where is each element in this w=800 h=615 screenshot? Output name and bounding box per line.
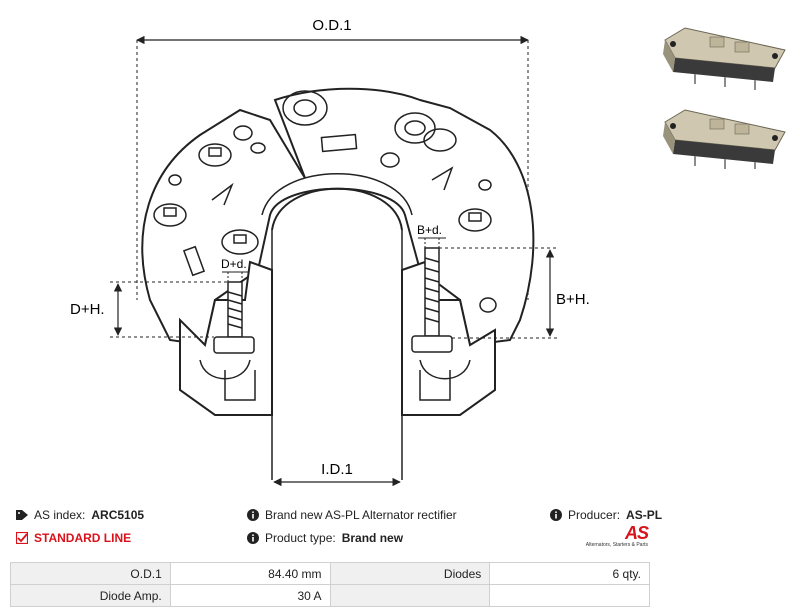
technical-drawing: O.D.1 [70,17,590,487]
product-type: Product type: Brand new [247,531,403,545]
spec-value: 84.40 mm [169,562,331,585]
description-text: Brand new AS-PL Alternator rectifier [265,508,457,522]
producer: Producer: AS-PL [550,508,662,522]
tag-icon [16,510,28,520]
producer-label: Producer: [568,508,621,522]
id-label: I.D.1 [321,461,353,478]
rectifier-outline [141,87,535,347]
dh-label: D+H. [70,301,105,318]
product-type-label: Product type: [265,531,336,545]
spec-key: Diode Amp. [10,584,171,607]
info-icon [550,509,562,521]
info-section: AS index: ARC5105 STANDARD LINE Brand ne… [0,500,800,560]
bd-label: B+d. [417,223,442,237]
product-photo-bottom [663,109,786,169]
producer-value: AS-PL [626,508,663,522]
table-row: O.D.1 84.40 mm Diodes 6 qty. [10,562,650,585]
spec-key [329,584,491,607]
as-index-value: ARC5105 [91,508,145,522]
info-icon [247,532,259,544]
logo-tagline: Alternators, Starters & Parts [585,542,648,548]
description: Brand new AS-PL Alternator rectifier [247,508,457,522]
spec-key: O.D.1 [10,562,171,585]
checkbox-checked-icon [16,532,28,544]
product-type-value: Brand new [341,531,404,545]
logo-mark: AS [624,523,649,543]
standard-line: STANDARD LINE [16,531,131,545]
od-label: O.D.1 [312,17,351,34]
as-index-label: AS index: [34,508,86,522]
table-row: Diode Amp. 30 A [10,584,650,607]
product-photos [663,27,786,169]
as-index: AS index: ARC5105 [16,508,144,522]
spec-value: 30 A [169,584,331,607]
dd-label: D+d. [221,257,247,271]
standard-line-label: STANDARD LINE [34,531,132,545]
spec-value: 6 qty. [489,562,650,585]
as-pl-logo: AS Alternators, Starters & Parts [578,523,649,548]
bh-label: B+H. [556,291,590,308]
spec-key: Diodes [329,562,491,585]
spec-value [489,584,650,607]
spec-table: O.D.1 84.40 mm Diodes 6 qty. Diode Amp. … [10,562,650,607]
product-photo-top [663,27,786,90]
info-icon [247,509,259,521]
